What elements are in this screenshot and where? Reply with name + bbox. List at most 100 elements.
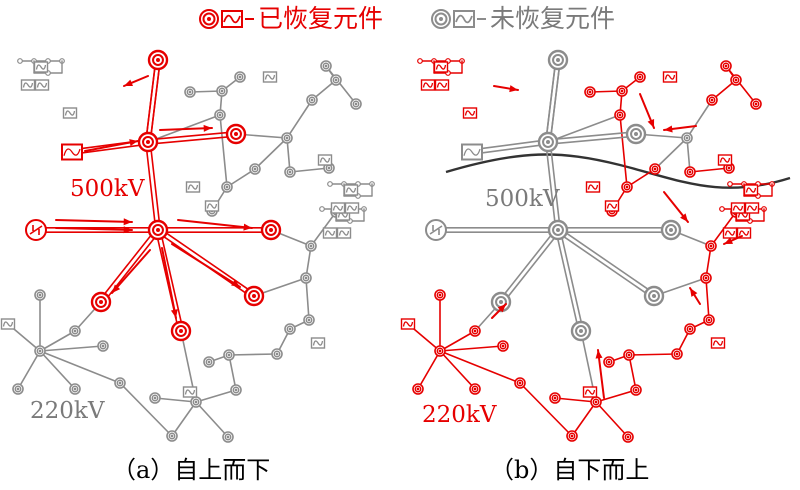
bus-node-icon xyxy=(192,398,200,406)
bus-node-icon xyxy=(632,386,640,394)
bus-node-icon xyxy=(586,88,594,96)
restored-legend-icon xyxy=(199,8,254,29)
transmission-line xyxy=(195,389,237,403)
bus-node-icon xyxy=(473,329,477,333)
bus-node-icon xyxy=(665,224,677,236)
generator-icon xyxy=(187,184,199,190)
generator-icon xyxy=(732,205,744,211)
bus-node-icon xyxy=(36,291,44,299)
generator-icon xyxy=(35,64,47,70)
bus-node-icon xyxy=(616,111,624,119)
breaker-node xyxy=(727,181,733,187)
legend-restored-label: 已恢复元件 xyxy=(258,3,384,33)
transmission-line xyxy=(595,401,629,438)
bus-node-icon xyxy=(307,318,311,322)
bus-node-icon xyxy=(625,185,629,189)
bus-node-icon xyxy=(634,388,638,392)
bus-node-icon xyxy=(283,134,291,142)
bus-node-icon xyxy=(71,385,79,393)
transmission-line xyxy=(549,140,561,231)
bus-node-icon xyxy=(95,296,107,308)
bus-node-icon xyxy=(542,136,554,148)
bus-node-icon xyxy=(686,325,694,333)
bus-node-icon xyxy=(265,224,277,236)
generator-icon xyxy=(463,148,481,156)
transmission-line xyxy=(705,277,710,321)
generator-icon xyxy=(206,203,218,209)
bus-node-icon xyxy=(752,100,760,108)
bus-node-icon xyxy=(269,228,273,232)
transmission-line xyxy=(219,114,228,188)
transmission-line xyxy=(559,228,584,332)
bus-node-icon xyxy=(142,136,154,148)
transmission-line xyxy=(628,353,678,356)
transmission-line xyxy=(547,114,621,143)
generator-icon xyxy=(22,82,34,88)
transmission-line xyxy=(98,227,158,302)
bus-node-icon xyxy=(436,291,444,299)
bus-node-icon xyxy=(170,434,174,438)
breaker-node xyxy=(417,58,423,64)
bus-node-icon xyxy=(710,98,714,102)
bus-node-icon xyxy=(516,379,524,387)
bus-node-icon xyxy=(722,62,730,70)
bus-node-icon xyxy=(73,387,77,391)
bus-node-icon xyxy=(156,228,160,232)
transmission-line xyxy=(286,99,313,139)
transmission-line xyxy=(254,137,288,170)
bus-node-icon xyxy=(216,111,224,119)
bus-node-icon xyxy=(673,350,681,358)
restoration-arrow xyxy=(664,125,673,133)
bus-node-icon xyxy=(707,242,715,250)
generator-icon xyxy=(422,82,434,88)
restoration-arrow xyxy=(595,350,603,359)
bus-node-icon xyxy=(732,76,740,84)
transmission-line xyxy=(39,350,121,384)
bus-node-icon xyxy=(223,183,231,191)
bus-node-icon xyxy=(324,64,328,68)
bus-node-icon xyxy=(288,170,292,174)
bus-node-icon xyxy=(708,96,716,104)
bus-node-icon xyxy=(556,228,560,232)
transmission-line xyxy=(71,143,150,155)
restoration-arrow xyxy=(124,79,133,87)
bus-node-icon xyxy=(236,73,244,81)
bus-node-icon xyxy=(625,351,633,359)
transmission-line xyxy=(498,227,558,302)
caption-top-down: （a）自上而下 xyxy=(112,456,271,484)
bus-node-icon xyxy=(286,325,294,333)
generator-icon xyxy=(332,205,344,211)
bus-node-icon xyxy=(186,88,194,96)
bus-node-icon xyxy=(354,102,358,106)
bus-node-icon xyxy=(230,128,242,140)
generator-icon xyxy=(584,389,596,395)
legend: 已恢复元件 未恢复元件 xyxy=(0,0,800,34)
bus-node-icon xyxy=(568,432,576,440)
transmission-line xyxy=(595,389,637,403)
transmission-line xyxy=(549,59,561,144)
breaker-node xyxy=(327,181,333,187)
transmission-line xyxy=(439,350,476,390)
generator-icon xyxy=(312,340,324,346)
transmission-line xyxy=(154,397,197,403)
bus-node-icon xyxy=(416,387,420,391)
transmission-line xyxy=(325,65,357,105)
bus-node-icon xyxy=(704,276,708,280)
bus-node-icon xyxy=(71,327,79,335)
bus-node-icon xyxy=(253,167,257,171)
generator-icon xyxy=(338,230,350,236)
transmission-line xyxy=(654,137,688,170)
transmission-line xyxy=(195,401,229,438)
bus-node-icon xyxy=(153,396,157,400)
restoration-arrow xyxy=(112,284,121,293)
legend-unrestored: 未恢复元件 xyxy=(430,2,615,34)
bus-node-icon xyxy=(220,89,224,93)
network-diagram-top-down xyxy=(0,49,375,443)
transmission-line xyxy=(147,131,237,141)
transmission-line xyxy=(17,350,41,390)
bus-node-icon xyxy=(570,434,574,438)
restoration-arrow xyxy=(123,226,132,234)
bus-node-icon xyxy=(702,274,710,282)
transmission-line xyxy=(417,350,441,390)
bus-node-icon xyxy=(99,300,103,304)
